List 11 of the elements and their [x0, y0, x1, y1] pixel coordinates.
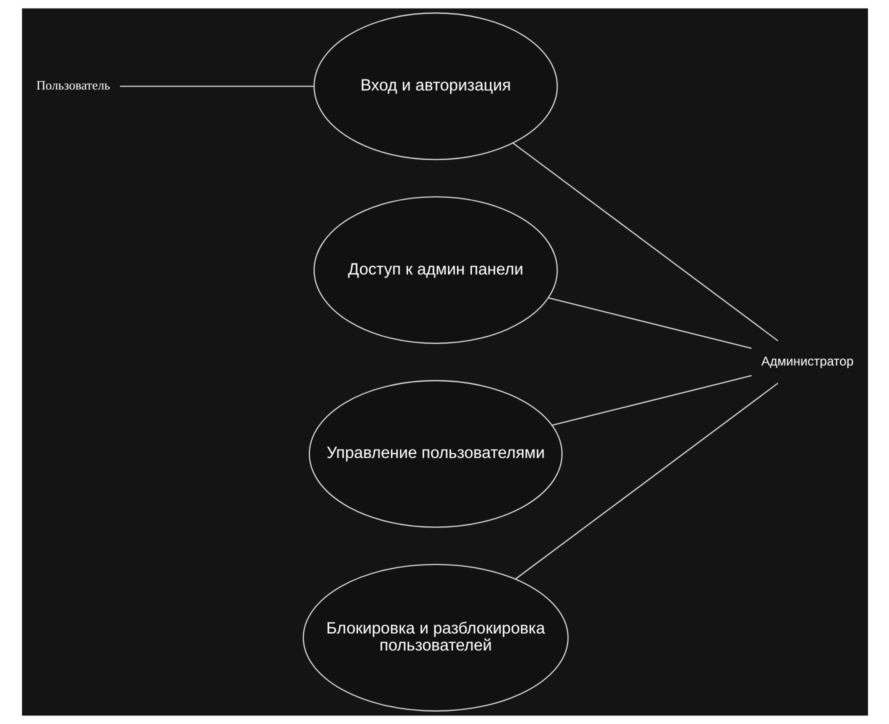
connector [514, 382, 778, 580]
node-text: Пользователь [36, 78, 110, 93]
connector [548, 297, 752, 349]
connector [119, 86, 314, 87]
connector [512, 142, 778, 342]
node-ellipse: Блокировка и разблокировка пользователей [302, 564, 568, 712]
node-text: Администратор [760, 353, 854, 368]
node-ellipse: Управление пользователями [308, 380, 562, 528]
node-ellipse: Вход и авторизация [313, 12, 558, 160]
node-ellipse: Доступ к админ панели [313, 196, 558, 344]
connector [552, 375, 752, 426]
